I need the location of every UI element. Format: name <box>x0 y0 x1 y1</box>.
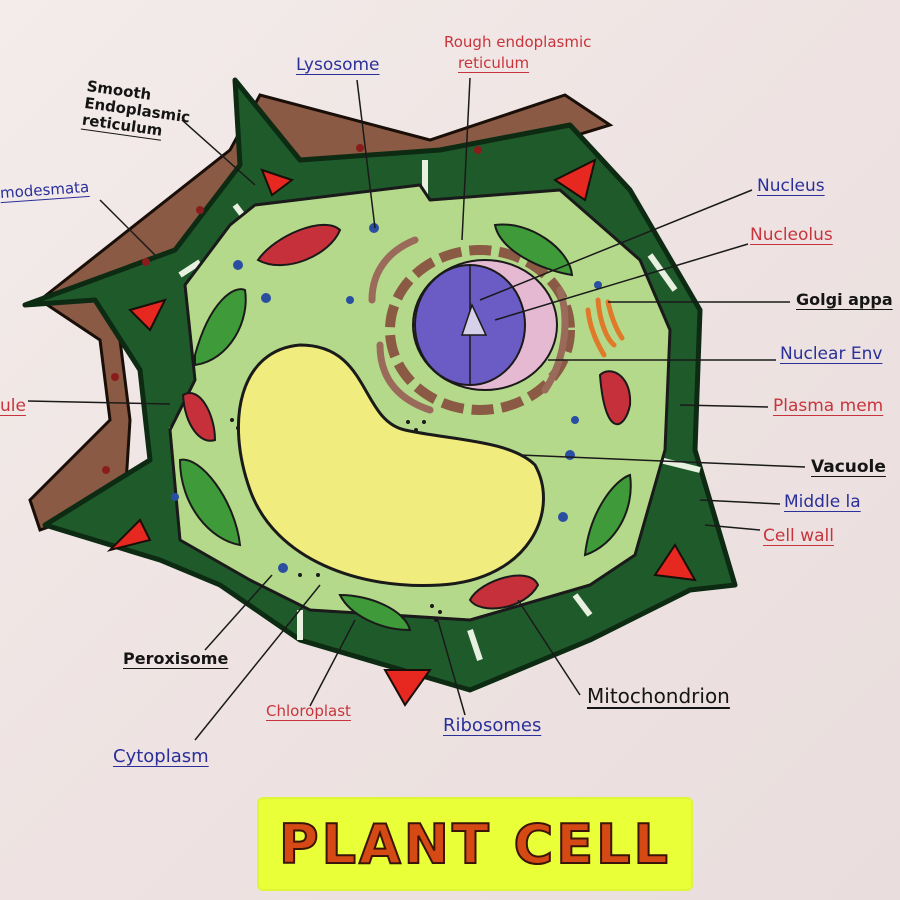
label-ribosomes: Ribosomes <box>443 715 542 736</box>
label-rough-er-line2: reticulum <box>458 54 530 72</box>
label-cytoplasm: Cytoplasm <box>113 746 209 767</box>
label-nucleolus: Nucleolus <box>750 225 833 245</box>
page-title: PLANT CELL <box>278 812 671 877</box>
label-chloroplast: Chloroplast <box>266 702 351 720</box>
golgi-apparatus <box>585 297 625 358</box>
label-nuclear-envelope: Nuclear Env <box>780 344 883 364</box>
leader-lines <box>27 77 806 741</box>
label-left-cut: ule <box>0 396 26 416</box>
title-banner: PLANT CELL <box>257 797 693 891</box>
wall-dots <box>102 144 482 474</box>
label-golgi: Golgi appa <box>796 290 893 309</box>
label-vacuole: Vacuole <box>811 457 886 477</box>
label-lysosome: Lysosome <box>296 55 380 75</box>
mitochondria <box>181 223 632 610</box>
nucleus-group <box>385 245 575 415</box>
plasmodesmata-triangles <box>106 158 697 707</box>
label-middle-lamella: Middle la <box>784 492 861 512</box>
label-nucleus: Nucleus <box>757 176 825 196</box>
label-rough-er-line1: Rough endoplasmic <box>444 33 592 51</box>
label-plasma-membrane: Plasma mem <box>773 396 884 416</box>
label-peroxisome: Peroxisome <box>123 649 229 668</box>
ribosome-dots <box>230 418 442 622</box>
label-cell-wall: Cell wall <box>763 526 834 546</box>
chloroplasts <box>178 223 632 632</box>
label-mitochondrion: Mitochondrion <box>587 684 730 708</box>
vacuole-shape <box>237 343 545 588</box>
lysosome-dots <box>171 223 602 573</box>
